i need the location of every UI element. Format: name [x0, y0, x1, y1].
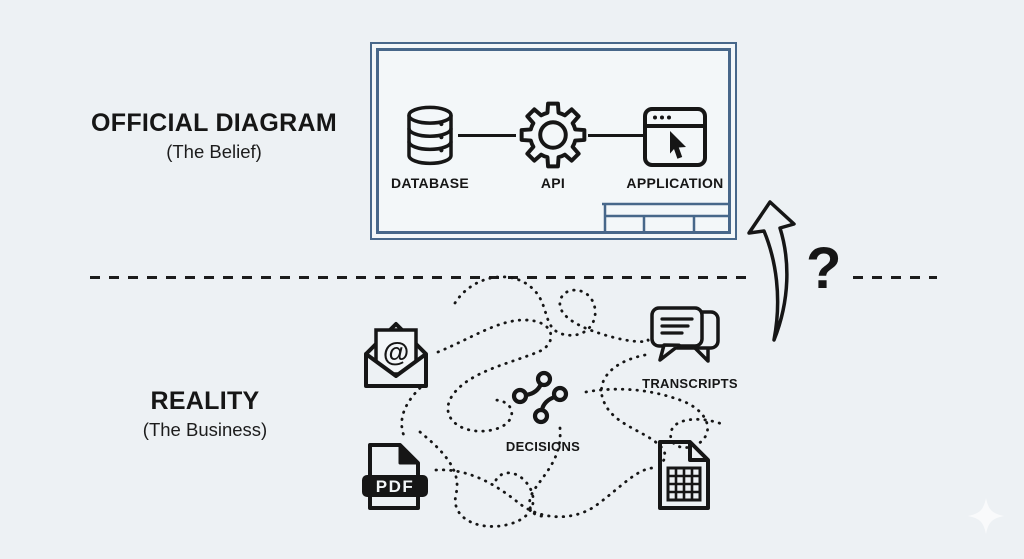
chat-bubbles-icon — [650, 306, 720, 363]
tangle-path — [584, 387, 724, 449]
reality-subtitle: (The Business) — [142, 418, 268, 440]
spreadsheet-file-icon — [658, 440, 710, 510]
decision-nodes-icon — [511, 370, 569, 425]
app-window-icon — [643, 107, 707, 167]
database-icon — [407, 105, 453, 166]
official-title: OFFICIAL DIAGRAM — [91, 109, 337, 137]
cursor-arrow-icon — [670, 131, 686, 159]
tangle-path — [600, 353, 667, 466]
reality-title: REALITY — [150, 387, 260, 415]
curved-arrow-up-icon — [747, 200, 796, 342]
application-label: APPLICATION — [626, 175, 724, 191]
official-subtitle: (The Belief) — [166, 140, 262, 162]
gear-icon — [519, 101, 587, 169]
reality-section-heading: REALITY (The Business) — [49, 387, 361, 441]
database-label: DATABASE — [390, 175, 470, 191]
at-symbol: @ — [383, 337, 409, 367]
blueprint-frame: DATABASE API APPLICATION — [370, 42, 737, 240]
official-section-heading: OFFICIAL DIAGRAM (The Belief) — [58, 109, 370, 163]
tangle-path — [528, 426, 562, 518]
tangle-path — [400, 386, 422, 438]
sparkle-watermark-icon — [968, 498, 1004, 534]
connector-api-application — [588, 134, 643, 137]
question-mark: ? — [806, 236, 842, 301]
transcripts-label: TRANSCRIPTS — [642, 376, 738, 391]
blueprint-inner-frame — [376, 48, 731, 234]
decisions-label: DECISIONS — [505, 439, 581, 454]
api-label: API — [540, 175, 566, 191]
connector-database-api — [458, 134, 516, 137]
pdf-file-icon: PDF — [362, 443, 428, 510]
pdf-badge-text: PDF — [376, 477, 415, 496]
email-icon: @ — [364, 322, 428, 388]
divider-dashed-line-right — [853, 276, 937, 279]
divider-dashed-line-left — [90, 276, 752, 279]
blueprint-title-block — [602, 202, 728, 231]
tangle-path — [434, 466, 654, 519]
tangle-path — [418, 430, 535, 528]
tangle-path — [453, 275, 650, 344]
